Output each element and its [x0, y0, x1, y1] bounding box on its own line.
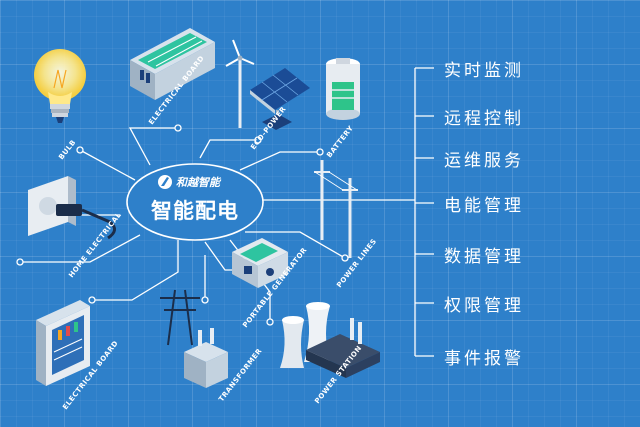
- power-lines-icon: [314, 160, 358, 258]
- menu-item-remote-control[interactable]: 远程控制: [444, 109, 524, 129]
- hub: 和越智能 智能配电: [126, 163, 264, 241]
- power-station-icon: [280, 302, 380, 378]
- home-electrical-icon: [28, 176, 116, 240]
- hub-logo-icon: [158, 175, 172, 189]
- electrical-board-top-icon: [130, 28, 215, 100]
- device-label-eco-power: ECO-POWER: [249, 105, 288, 151]
- portable-generator-icon: [232, 238, 288, 288]
- electrical-board-bottom-icon: [36, 300, 90, 386]
- menu-item-event-alarm[interactable]: 事件报警: [444, 349, 524, 369]
- hub-title: 智能配电: [151, 199, 239, 223]
- battery-icon: [326, 58, 360, 120]
- hub-logo-text: 和越智能: [176, 176, 222, 189]
- menu-item-permission-management[interactable]: 权限管理: [444, 296, 524, 316]
- eco-power-icon: [225, 39, 310, 130]
- device-label-bulb: BULB: [57, 138, 77, 161]
- bulb-icon: [34, 49, 86, 123]
- device-label-power-lines: POWER LINES: [335, 237, 378, 289]
- menu-item-maintenance-service[interactable]: 运维服务: [444, 151, 524, 171]
- connector-nodes: [16, 124, 349, 326]
- menu-item-data-management[interactable]: 数据管理: [444, 247, 524, 267]
- transformer-icon: [160, 289, 228, 388]
- menu-item-energy-management[interactable]: 电能管理: [444, 196, 524, 216]
- menu-item-realtime-monitoring[interactable]: 实时监测: [444, 61, 524, 81]
- device-label-battery: BATTERY: [325, 124, 355, 159]
